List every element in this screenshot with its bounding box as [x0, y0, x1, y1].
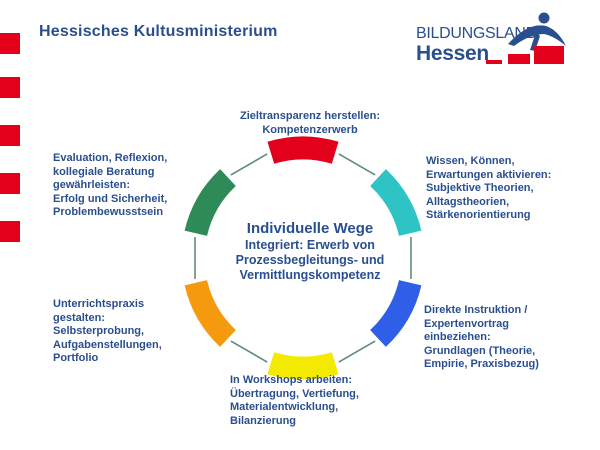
label-zieltransparenz: Zieltransparenz herstellen: Kompetenzerw…: [240, 110, 380, 136]
logo-text-bildungsland: BILDUNGSLAND: [416, 25, 537, 42]
header-title: Hessisches Kultusministerium: [39, 23, 278, 40]
cycle-segment: [369, 279, 422, 347]
cycle-connector-line: [230, 340, 268, 363]
red-side-marker: [0, 33, 20, 54]
center-line: Prozessbegleitungs- und: [235, 253, 385, 267]
cycle-connector-line: [338, 153, 376, 176]
cycle-connector-line: [338, 340, 376, 363]
logo-text-hessen: Hessen: [416, 42, 489, 65]
cycle-segment: [369, 169, 422, 237]
label-workshops: In Workshops arbeiten: Übertragung, Vert…: [230, 374, 359, 427]
center-title: Individuelle Wege: [246, 220, 374, 237]
center-line: Integriert: Erwerb von: [245, 238, 375, 252]
cycle-connector-line: [230, 153, 268, 176]
red-side-marker: [0, 221, 20, 242]
red-side-marker: [0, 173, 20, 194]
cycle-segment: [267, 352, 339, 380]
logo-figure-icon: [486, 12, 566, 64]
cycle-segment: [267, 136, 339, 164]
center-line: Vermittlungskompetenz: [239, 268, 381, 282]
center-text: Individuelle Wege Integriert: Erwerb von…: [200, 219, 420, 283]
cycle-segment: [184, 169, 237, 237]
label-evaluation: Evaluation, Reflexion, kollegiale Beratu…: [53, 152, 168, 218]
red-side-marker: [0, 77, 20, 98]
red-side-marker: [0, 125, 20, 146]
cycle-segment: [184, 279, 237, 347]
label-unterrichtspraxis: Unterrichtspraxis gestalten: Selbsterpro…: [53, 298, 162, 364]
label-direkte-instruktion: Direkte Instruktion / Expertenvortrag ei…: [424, 304, 539, 370]
label-wissen-koennen: Wissen, Können, Erwartungen aktivieren: …: [426, 155, 552, 221]
